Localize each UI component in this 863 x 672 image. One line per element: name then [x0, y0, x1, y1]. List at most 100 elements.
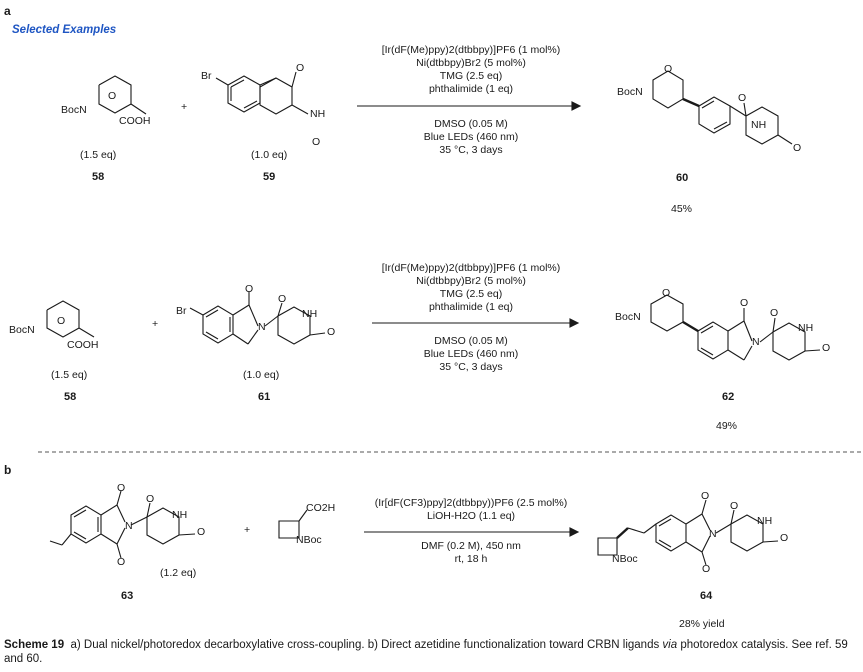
- r2-reagent1-number: 58: [64, 391, 77, 403]
- compound-62-structure: [650, 294, 821, 361]
- r2-cond-line3: TMG (2.5 eq): [439, 288, 503, 300]
- r1-morpholine-o: O: [108, 90, 117, 102]
- r3-product-o-right: O: [780, 532, 789, 544]
- r3-conditions-above: (Ir[dF(CF3)ppy]2(dtbbpy))PF6 (2.5 mol%) …: [342, 497, 600, 523]
- compound-60-structure: [652, 70, 793, 145]
- r3-o-ring: O: [146, 493, 155, 505]
- r2-reagent2-eq: (1.0 eq): [243, 369, 280, 381]
- panel-b-label: b: [4, 463, 12, 477]
- caption-scheme-label: Scheme 19: [4, 639, 65, 651]
- r3-product-o-bottom: O: [702, 563, 711, 575]
- r1-cooh-label: COOH: [119, 115, 151, 127]
- reaction-arrow-row1: [357, 101, 582, 111]
- r2-morpholine-o: O: [57, 315, 66, 327]
- azetidine-acid-structure: [278, 509, 308, 539]
- r2-product-o2: O: [740, 297, 749, 309]
- r1-o2-label: O: [312, 136, 321, 148]
- caption-via: via: [662, 639, 678, 651]
- r3-o-right: O: [197, 526, 206, 538]
- r1-cond-line4: phthalimide (1 eq): [428, 83, 514, 95]
- r3-cond-line1: (Ir[dF(CF3)ppy]2(dtbbpy))PF6 (2.5 mol%): [374, 497, 568, 509]
- r2-cond-line4: phthalimide (1 eq): [428, 301, 514, 313]
- r2-o3-label: O: [327, 326, 336, 338]
- compound-61-structure: [189, 292, 326, 345]
- r1-product-nh: NH: [751, 119, 767, 131]
- r3-product-nboc: NBoc: [612, 553, 638, 565]
- r2-product-n: N: [752, 336, 760, 348]
- selected-examples-heading: Selected Examples: [12, 24, 117, 36]
- r3-plus: +: [244, 524, 251, 536]
- reaction-arrow-row2: [372, 318, 580, 328]
- r1-reagent2-number: 59: [263, 171, 276, 183]
- r1-plus: +: [181, 101, 188, 113]
- r3-nh-label: NH: [172, 509, 188, 521]
- r1-reagent2-eq: (1.0 eq): [251, 149, 288, 161]
- r3-cond-line4: rt, 18 h: [454, 553, 488, 565]
- r2-boc-label: BocN: [9, 324, 35, 336]
- compound-64-structure: [597, 499, 779, 566]
- r3-product-yield: 28% yield: [679, 618, 725, 630]
- r1-product-o: O: [664, 63, 673, 75]
- r3-product-o-top: O: [701, 490, 710, 502]
- r2-reagent2-number: 61: [258, 391, 271, 403]
- r3-reagent1-eq: (1.2 eq): [160, 567, 197, 579]
- r2-product-nh: NH: [798, 322, 814, 334]
- r2-o2-label: O: [278, 293, 287, 305]
- r1-cond-line2: Ni(dtbbpy)Br2 (5 mol%): [416, 57, 526, 69]
- scheme-caption: Scheme 19 a) Dual nickel/photoredox deca…: [4, 638, 859, 666]
- r2-n-label: N: [258, 321, 266, 333]
- compound-59-structure: [215, 71, 309, 115]
- r1-nh-label: NH: [310, 108, 326, 120]
- r3-product-n: N: [709, 528, 717, 540]
- r2-conditions-above: [Ir(dF(Me)ppy)2(dtbbpy)]PF6 (1 mol%) Ni(…: [353, 262, 589, 314]
- r1-product-o2: O: [738, 92, 747, 104]
- r1-cond-line5: DMSO (0.05 M): [434, 118, 508, 130]
- r3-co2h-label: CO2H: [306, 502, 336, 514]
- r2-product-o3: O: [770, 307, 779, 319]
- r3-cond-line3: DMF (0.2 M), 450 nm: [421, 540, 521, 552]
- r2-product-o4: O: [822, 342, 831, 354]
- r2-br-label: Br: [176, 305, 187, 317]
- caption-text-b: photoredox catalysis. See ref. 59 and 60…: [4, 639, 848, 665]
- r2-product-yield: 49%: [716, 420, 738, 432]
- r1-cond-line1: [Ir(dF(Me)ppy)2(dtbbpy)]PF6 (1 mol%): [381, 44, 561, 56]
- r1-product-yield: 45%: [671, 203, 693, 215]
- r3-conditions-below: DMF (0.2 M), 450 nm rt, 18 h: [342, 540, 600, 566]
- compound-58-structure-row1: [98, 75, 147, 115]
- r1-boc-label: BocN: [61, 104, 87, 116]
- r1-reagent1-number: 58: [92, 171, 105, 183]
- r1-product-boc: BocN: [617, 86, 643, 98]
- r3-o-top: O: [117, 482, 126, 494]
- r1-cond-line7: 35 °C, 3 days: [439, 144, 503, 156]
- r1-product-number: 60: [676, 172, 689, 184]
- r1-br-label: Br: [201, 70, 212, 82]
- r3-n-label: N: [125, 520, 133, 532]
- r1-cond-line6: Blue LEDs (460 nm): [423, 131, 519, 143]
- compound-63-structure: [49, 490, 196, 559]
- compound-58-structure-row2: [46, 300, 95, 338]
- r2-product-boc: BocN: [615, 311, 641, 323]
- r3-product-nh: NH: [757, 515, 773, 527]
- r2-cooh-label: COOH: [67, 339, 99, 351]
- r1-conditions-above: [Ir(dF(Me)ppy)2(dtbbpy)]PF6 (1 mol%) Ni(…: [353, 44, 589, 96]
- r2-cond-line1: [Ir(dF(Me)ppy)2(dtbbpy)]PF6 (1 mol%): [381, 262, 561, 274]
- r2-conditions-below: DMSO (0.05 M) Blue LEDs (460 nm) 35 °C, …: [353, 335, 589, 374]
- r2-plus: +: [152, 318, 159, 330]
- r2-cond-line6: Blue LEDs (460 nm): [423, 348, 519, 360]
- r1-product-o3: O: [793, 142, 802, 154]
- r2-product-number: 62: [722, 391, 735, 403]
- r1-reagent1-eq: (1.5 eq): [80, 149, 117, 161]
- r2-cond-line5: DMSO (0.05 M): [434, 335, 508, 347]
- r2-product-o: O: [662, 287, 671, 299]
- r3-o-bottom: O: [117, 556, 126, 568]
- r2-reagent1-eq: (1.5 eq): [51, 369, 88, 381]
- r3-product-number: 64: [700, 590, 713, 602]
- panel-a-label: a: [4, 4, 11, 18]
- r1-conditions-below: DMSO (0.05 M) Blue LEDs (460 nm) 35 °C, …: [353, 118, 589, 157]
- r3-nboc-label: NBoc: [296, 534, 322, 546]
- r3-reagent1-number: 63: [121, 590, 134, 602]
- reaction-arrow-row3: [364, 527, 580, 537]
- caption-text-a: a) Dual nickel/photoredox decarboxylativ…: [70, 639, 660, 651]
- r2-cond-line7: 35 °C, 3 days: [439, 361, 503, 373]
